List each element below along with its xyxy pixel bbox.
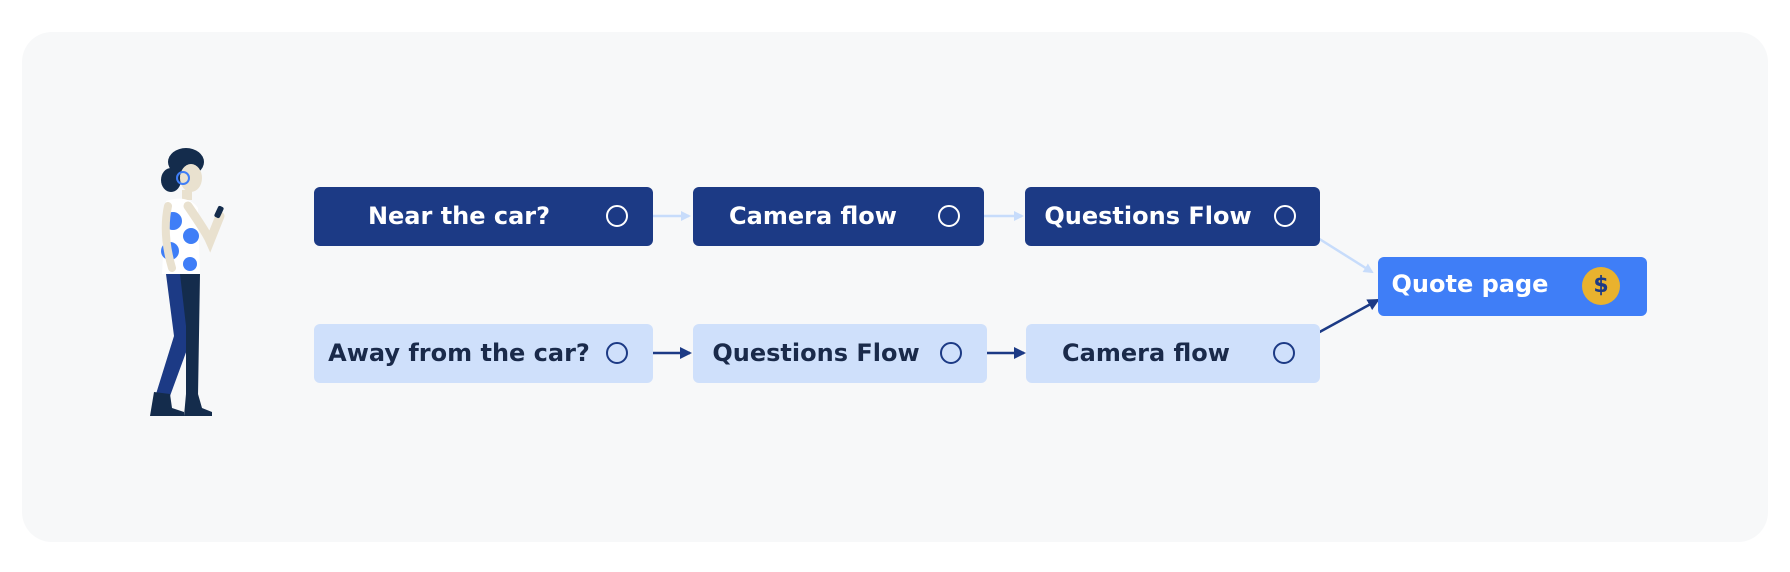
node-label: Away from the car? — [328, 339, 590, 367]
node-near-the-car[interactable]: Near the car? — [314, 187, 653, 246]
dollar-coin-icon: $ — [1582, 267, 1620, 305]
node-label: Near the car? — [367, 202, 551, 230]
node-questions-flow-top[interactable]: Questions Flow — [1025, 187, 1320, 246]
woman-with-phone-illustration — [150, 148, 225, 416]
node-label: Camera flow — [1062, 339, 1230, 367]
node-away-from-the-car[interactable]: Away from the car? — [314, 324, 653, 383]
output-port[interactable] — [1273, 342, 1295, 364]
node-label: Questions Flow — [712, 339, 920, 367]
node-label: Quote page — [1391, 270, 1549, 298]
node-camera-flow-bottom[interactable]: Camera flow — [1026, 324, 1320, 383]
output-port[interactable] — [1274, 205, 1296, 227]
node-label: Camera flow — [729, 202, 897, 230]
output-port[interactable] — [606, 205, 628, 227]
output-port[interactable] — [940, 342, 962, 364]
node-label: Questions Flow — [1044, 202, 1252, 230]
output-port[interactable] — [938, 205, 960, 227]
node-questions-flow-bottom[interactable]: Questions Flow — [693, 324, 987, 383]
node-quote-page[interactable]: Quote page $ — [1378, 257, 1647, 316]
node-camera-flow-top[interactable]: Camera flow — [693, 187, 984, 246]
output-port[interactable] — [606, 342, 628, 364]
